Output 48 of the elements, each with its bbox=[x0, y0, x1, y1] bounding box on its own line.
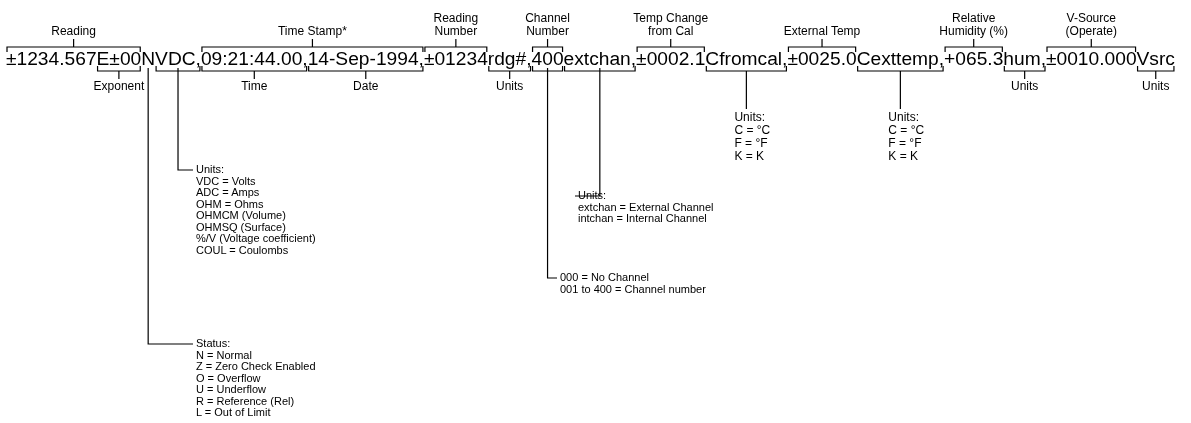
data-field: ±0025.0 bbox=[787, 50, 857, 68]
field-label: Reading Number bbox=[432, 12, 480, 38]
data-field: Cexttemp, bbox=[856, 50, 945, 68]
data-field: +065.3 bbox=[944, 50, 1004, 68]
part-label: Time bbox=[241, 80, 268, 93]
data-field: hum, bbox=[1003, 50, 1046, 68]
note-text: Units: VDC = Volts ADC = Amps OHM = Ohms OHMCM (Volume) OHMSQ (Surface) %/V (Voltage coefficient) COUL = Coulombs bbox=[196, 164, 316, 256]
data-field: ±0002.1 bbox=[636, 50, 706, 68]
leader-line bbox=[546, 67, 558, 279]
part-label: Units bbox=[1142, 80, 1170, 93]
part-label: Units bbox=[496, 80, 524, 93]
data-field: 09:21:44.00, bbox=[200, 50, 308, 68]
note-text: 000 = No Channel 001 to 400 = Channel number bbox=[560, 272, 706, 295]
data-field: 400 bbox=[531, 50, 564, 68]
data-field: 14-Sep-1994, bbox=[307, 50, 424, 68]
unit-note: C = °C bbox=[734, 124, 771, 137]
field-label: V-Source (Operate) bbox=[1064, 12, 1118, 38]
leader-line bbox=[147, 67, 194, 345]
data-field: N bbox=[141, 50, 156, 68]
note-text: Status: N = Normal Z = Zero Check Enabled O = Overflow U = Underflow R = Reference (Rel) L = Out of Limit bbox=[196, 338, 316, 419]
unit-note: C = °C bbox=[888, 124, 925, 137]
note-text: Units: extchan = External Channel intchan = Internal Channel bbox=[578, 190, 714, 225]
data-field: ±0010.000 bbox=[1046, 50, 1137, 68]
unit-note: F = °F bbox=[888, 137, 922, 150]
field-label: Time Stamp* bbox=[276, 25, 348, 38]
field-label: Reading bbox=[50, 25, 97, 38]
data-field: VDC, bbox=[155, 50, 201, 68]
leader-line bbox=[574, 67, 601, 197]
data-field: extchan, bbox=[563, 50, 637, 68]
field-label: Relative Humidity (%) bbox=[938, 12, 1010, 38]
unit-note: K = K bbox=[888, 150, 919, 163]
leader-line bbox=[177, 67, 194, 171]
data-field: Cfromcal, bbox=[705, 50, 788, 68]
data-field: Vsrc bbox=[1136, 50, 1175, 68]
field-label: Channel Number bbox=[524, 12, 571, 38]
part-label: Exponent bbox=[93, 80, 145, 93]
data-field: ±1234.567 bbox=[6, 50, 97, 68]
unit-note: Units: bbox=[734, 111, 766, 124]
unit-note: F = °F bbox=[734, 137, 768, 150]
data-field: E±00 bbox=[96, 50, 142, 68]
unit-note: K = K bbox=[734, 150, 765, 163]
data-field: ±01234 bbox=[423, 50, 488, 68]
part-label: Units bbox=[1011, 80, 1039, 93]
field-label: Temp Change from Cal bbox=[632, 12, 710, 38]
part-label: Date bbox=[353, 80, 379, 93]
unit-note: Units: bbox=[888, 111, 920, 124]
data-field: rdg#, bbox=[487, 50, 532, 68]
field-label: External Temp bbox=[782, 25, 862, 38]
